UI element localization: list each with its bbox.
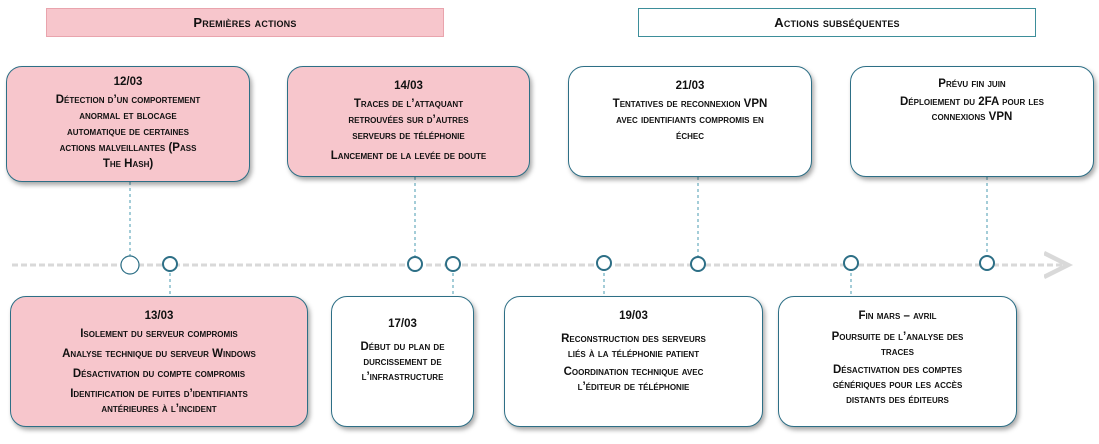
event-date: 14/03 (394, 80, 423, 92)
event-line: connexions VPN (931, 111, 1013, 123)
marker-1403 (407, 256, 423, 272)
event-date: Fin mars – avril (858, 310, 937, 322)
event-line: Analyse technique du serveur Windows (62, 348, 256, 360)
event-card-fin-mars: Fin mars – avril Poursuite de l’analyse … (778, 296, 1017, 427)
event-line: Début du plan de (360, 341, 445, 353)
event-card-1403: 14/03 Traces de l’attaquant retrouvées s… (287, 66, 530, 177)
event-line: liés à la téléphonie patient (567, 348, 700, 360)
event-line: échec (675, 130, 704, 142)
event-card-1303: 13/03 Isolement du serveur compromis Ana… (10, 296, 308, 427)
event-card-1903: 19/03 Reconstruction des serveurs liés à… (504, 296, 763, 427)
phase-header-first-actions: Premières actions (46, 8, 444, 37)
phase-header-later-actions: Actions subséquentes (638, 8, 1036, 37)
event-date: 17/03 (388, 318, 417, 330)
event-date: 19/03 (619, 310, 648, 322)
event-card-1203: 12/03 Détection d’un comportement anorma… (6, 66, 250, 182)
marker-1903 (596, 255, 612, 271)
event-line: Reconstruction des serveurs (561, 333, 706, 345)
event-line: Détection d’un comportement (55, 94, 201, 106)
event-line: Tentatives de reconnexion VPN (612, 98, 768, 110)
marker-1203 (120, 255, 140, 275)
event-line: The Hash) (102, 158, 154, 170)
event-line: durcissement de (363, 356, 442, 368)
event-line: actions malveillantes (Pass (59, 142, 197, 154)
event-line: Désactivation du compte compromis (72, 368, 246, 380)
event-date: 13/03 (144, 310, 174, 322)
event-line: Poursuite de l’analyse des (831, 331, 964, 343)
event-line: avec identifiants compromis en (616, 114, 764, 126)
event-line: Identification de fuites d’identifiants (70, 388, 248, 400)
event-line: l’éditeur de téléphonie (577, 381, 690, 393)
event-line: traces (881, 346, 914, 358)
event-line: antérieures à l’incident (101, 403, 217, 415)
marker-fin-juin (979, 255, 995, 271)
event-line: génériques pour les accès (832, 379, 963, 391)
phase-header-label: Actions subséquentes (774, 15, 900, 30)
marker-1703 (445, 256, 461, 272)
event-date: 21/03 (675, 80, 705, 92)
event-card-1703: 17/03 Début du plan de durcissement de l… (331, 296, 474, 427)
event-line: automatique de certaines (67, 126, 189, 138)
marker-1303 (162, 256, 178, 272)
marker-2103 (690, 256, 706, 272)
event-line: Traces de l’attaquant (353, 98, 464, 110)
event-line: retrouvées sur d’autres (348, 114, 469, 126)
event-line: Lancement de la levée de doute (330, 150, 487, 162)
event-line: Désactivation des comptes (832, 364, 963, 376)
event-line: Isolement du serveur compromis (80, 328, 238, 340)
phase-header-label: Premières actions (193, 15, 297, 30)
event-line: Déploiement du 2FA pour les (900, 96, 1044, 108)
event-date: Prévu fin juin (938, 78, 1006, 90)
event-line: distants des éditeurs (846, 394, 949, 406)
event-line: l’infrastructure (361, 371, 444, 383)
event-date: 12/03 (113, 76, 143, 88)
event-card-fin-juin: Prévu fin juin Déploiement du 2FA pour l… (850, 66, 1094, 177)
event-card-2103: 21/03 Tentatives de reconnexion VPN avec… (568, 66, 812, 177)
event-line: Coordination technique avec (563, 366, 704, 378)
marker-fin-mars (843, 255, 859, 271)
event-line: serveurs de téléphonie (352, 130, 465, 142)
event-line: anormal et blocage (79, 110, 177, 122)
